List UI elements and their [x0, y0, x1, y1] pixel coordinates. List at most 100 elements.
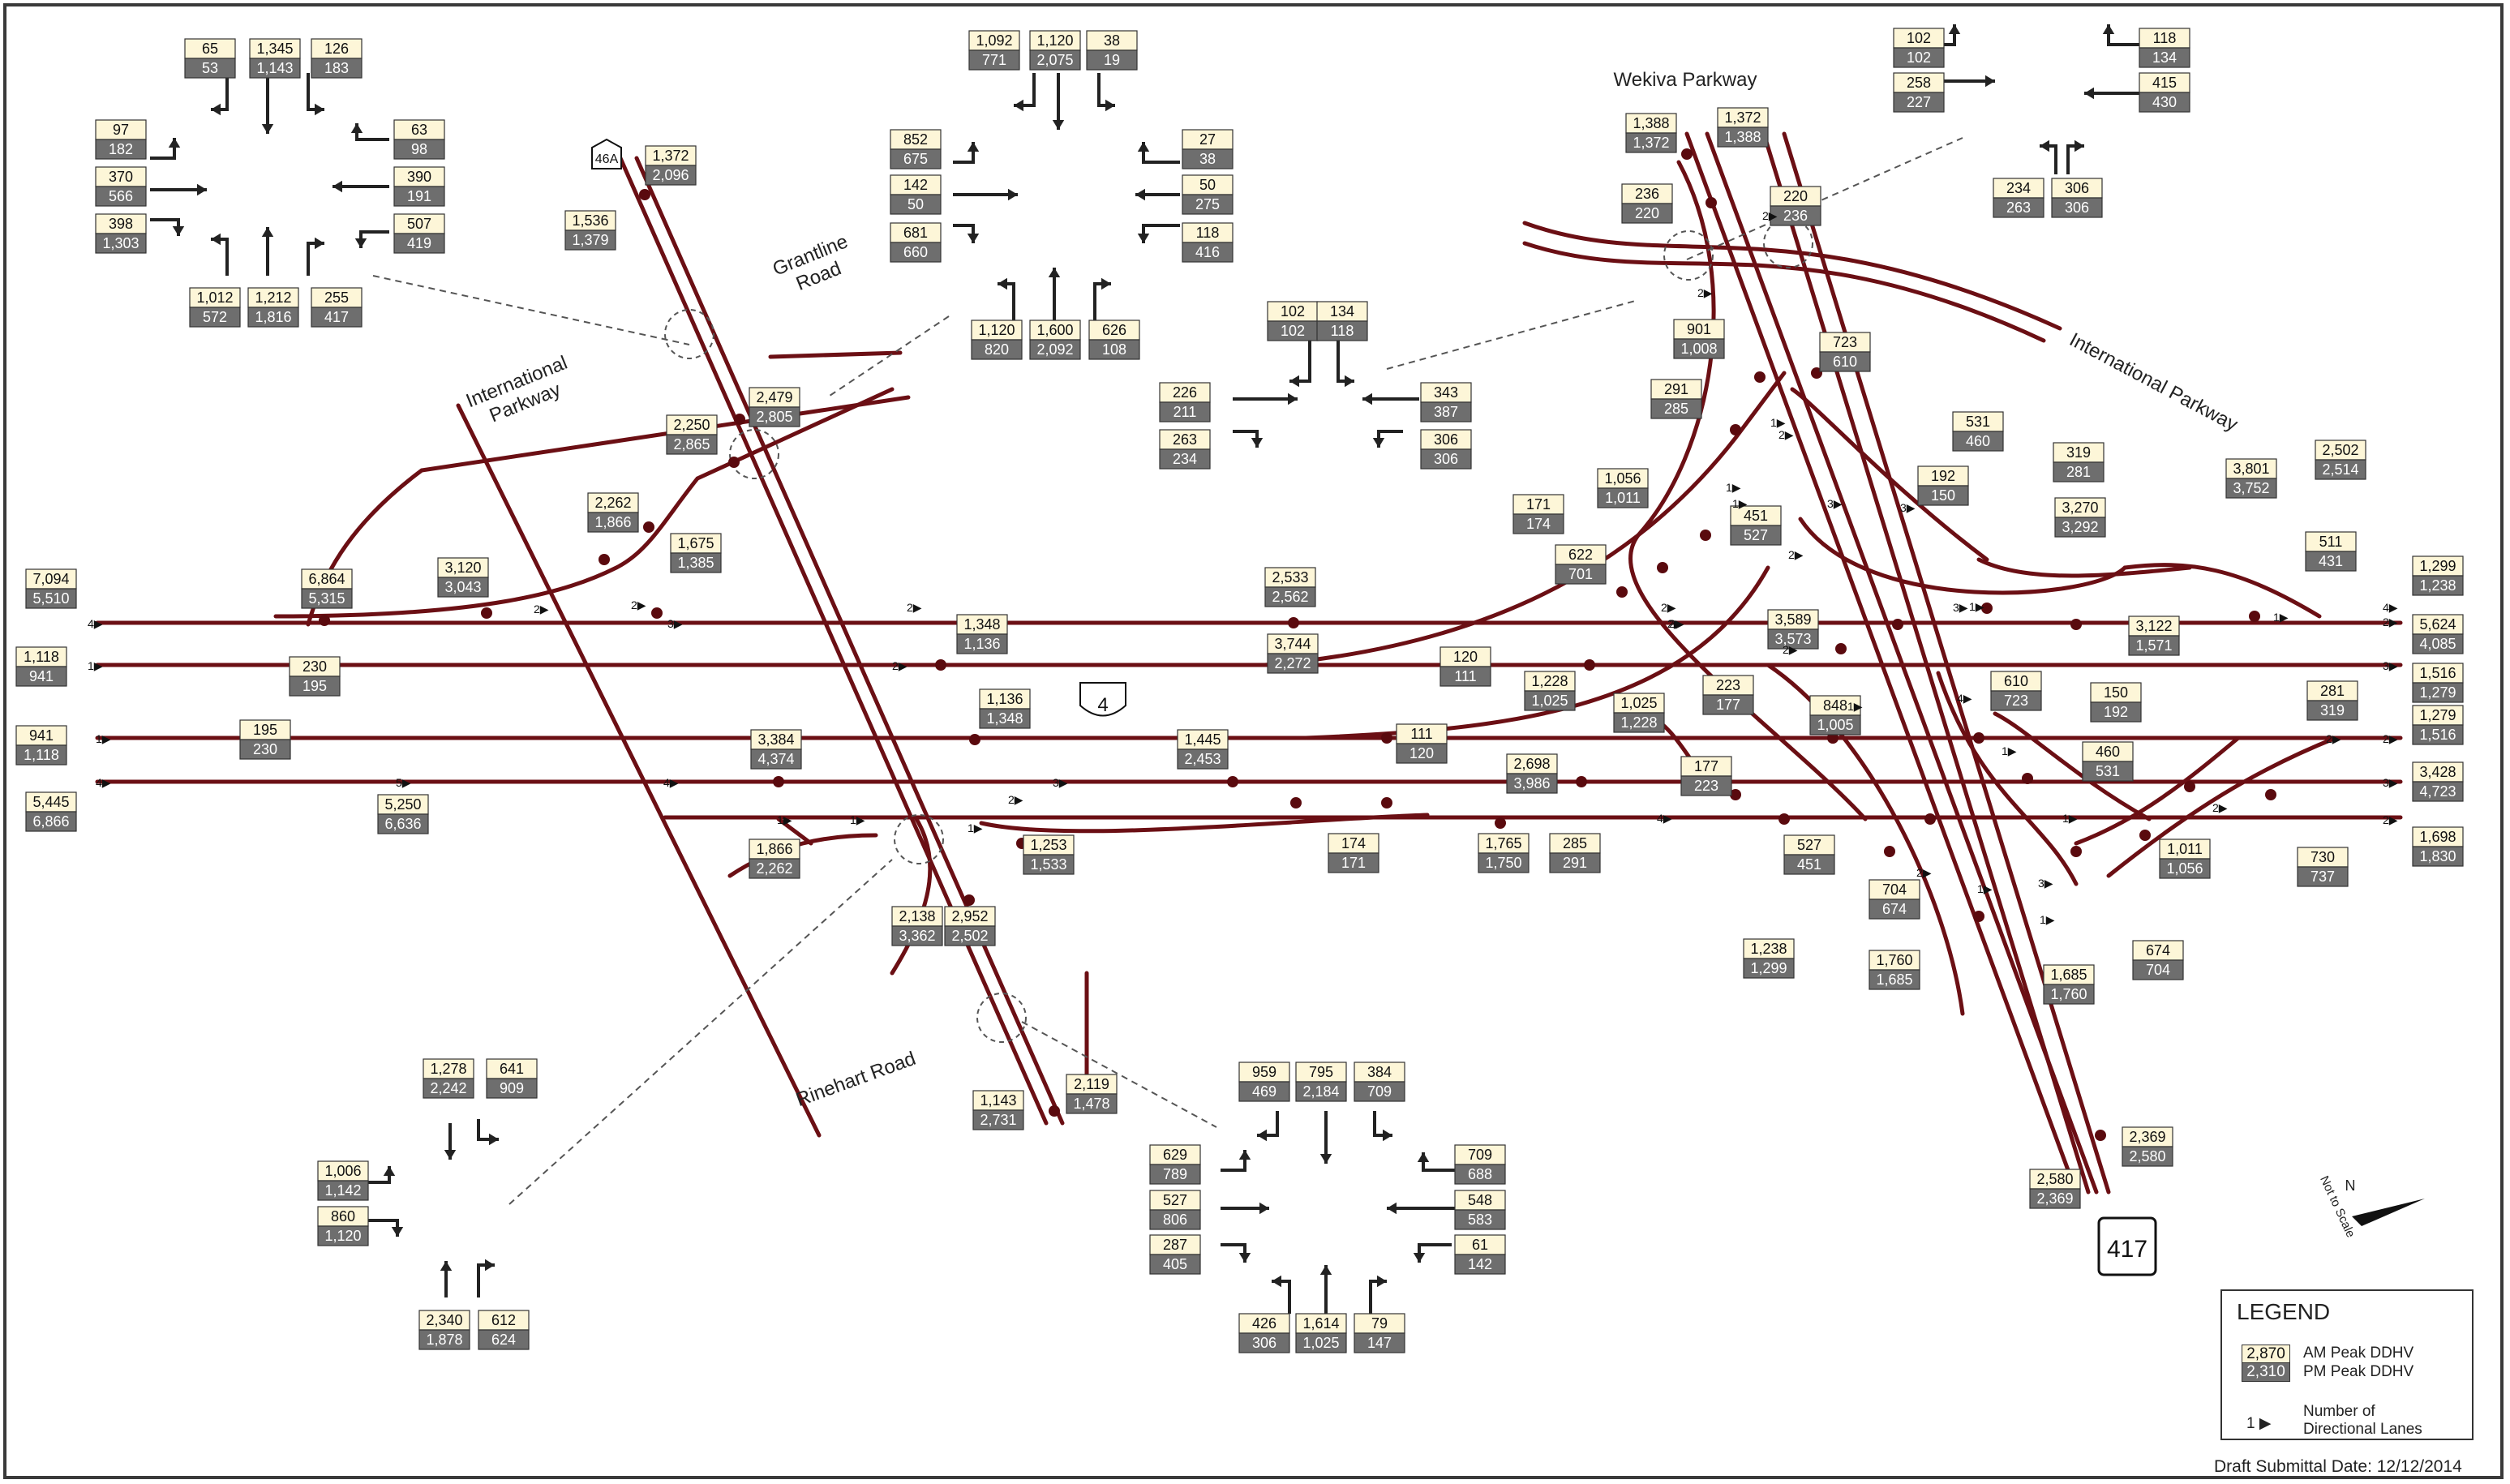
am-volume: 2,250	[673, 417, 710, 433]
am-box	[1650, 379, 1702, 400]
am-volume: 1,136	[986, 691, 1023, 707]
am-volume: 3,801	[2233, 461, 2269, 477]
lane-count: 3▶	[1827, 497, 1843, 510]
pm-volume: 6,866	[32, 813, 69, 830]
pm-volume: 2,453	[1184, 751, 1221, 767]
road-segment	[768, 350, 903, 359]
movement-arrow-icon	[1257, 1111, 1279, 1137]
am-volume: 63	[411, 122, 427, 138]
pm-box	[1730, 525, 1782, 546]
volume-node	[2070, 619, 2082, 630]
pm-box	[1680, 775, 1732, 796]
am-box	[2090, 682, 2142, 703]
pm-volume: 417	[324, 309, 349, 325]
am-box	[1767, 609, 1819, 630]
pm-box	[2297, 866, 2349, 887]
lane-count: 2▶	[1783, 643, 1798, 656]
lane-count: 2▶	[2383, 813, 2398, 826]
pm-box	[1613, 712, 1665, 733]
am-volume: 848	[1823, 697, 1847, 714]
pm-box	[1295, 1332, 1347, 1353]
am-box	[2053, 442, 2105, 463]
am-box	[1029, 30, 1081, 51]
am-volume: 306	[1434, 431, 1458, 448]
pm-volume: 624	[491, 1332, 516, 1348]
volume-node	[935, 659, 946, 671]
arrow-head-icon	[1288, 392, 1298, 405]
am-volume: 1,120	[978, 322, 1015, 338]
am-box	[1149, 1144, 1201, 1165]
pm-volume: 1,866	[594, 514, 631, 530]
am-volume: 306	[2065, 180, 2089, 196]
pm-box	[1295, 1081, 1347, 1102]
am-volume: 27	[1199, 131, 1216, 148]
road-segment	[1761, 131, 2091, 1194]
pm-box	[972, 1109, 1024, 1130]
pm-volume: 2,184	[1302, 1083, 1339, 1100]
am-box	[1990, 671, 2042, 692]
lane-count: 2▶	[2383, 732, 2398, 745]
am-volume: 511	[2319, 534, 2343, 550]
pm-box	[2043, 984, 2095, 1005]
lane-count: 3▶	[2038, 877, 2053, 890]
pm-box	[750, 748, 802, 770]
pm-volume: 275	[1195, 196, 1220, 212]
pm-volume: 771	[982, 52, 1006, 68]
arrow-head-icon	[1238, 1150, 1251, 1160]
arrow-head-icon	[489, 1133, 499, 1146]
pm-volume: 405	[1163, 1256, 1187, 1272]
road-segment	[979, 813, 1430, 834]
pm-volume: 223	[1694, 778, 1718, 794]
pm-box	[1917, 485, 1969, 506]
pm-volume: 2,502	[951, 928, 988, 944]
am-volume: 1,212	[255, 290, 291, 306]
pm-box	[1396, 743, 1448, 764]
am-box	[1267, 633, 1319, 654]
volume-node	[1381, 732, 1392, 744]
am-box	[95, 213, 147, 234]
am-volume: 142	[903, 177, 928, 193]
pm-box	[666, 434, 718, 455]
am-box	[956, 614, 1008, 635]
pm-box	[1182, 194, 1234, 215]
movement-arrow-icon	[1221, 1150, 1246, 1172]
pm-box	[317, 1180, 369, 1201]
am-volume: 901	[1687, 321, 1711, 337]
pm-volume: 319	[2320, 702, 2345, 718]
am-volume: 704	[1882, 881, 1907, 898]
movement-arrow-icon	[1142, 224, 1180, 243]
am-box	[972, 1090, 1024, 1111]
am-volume: 852	[903, 131, 928, 148]
pm-volume: 53	[202, 60, 218, 76]
pm-box	[1182, 242, 1234, 263]
pm-volume: 120	[1409, 745, 1434, 761]
pm-volume: 174	[1526, 516, 1551, 532]
lane-count: 4▶	[1957, 692, 1972, 705]
am-volume: 2,580	[2036, 1171, 2073, 1187]
pm-volume: 195	[302, 678, 327, 694]
volume-node	[1681, 148, 1693, 160]
lane-count: 4▶	[96, 776, 111, 789]
pm-box	[1524, 690, 1576, 711]
legend-am-label: AM Peak DDHV	[2303, 1345, 2414, 1362]
pm-volume: 306	[2065, 199, 2089, 216]
am-volume: 177	[1694, 758, 1718, 774]
pm-volume: 2,272	[1274, 655, 1311, 671]
